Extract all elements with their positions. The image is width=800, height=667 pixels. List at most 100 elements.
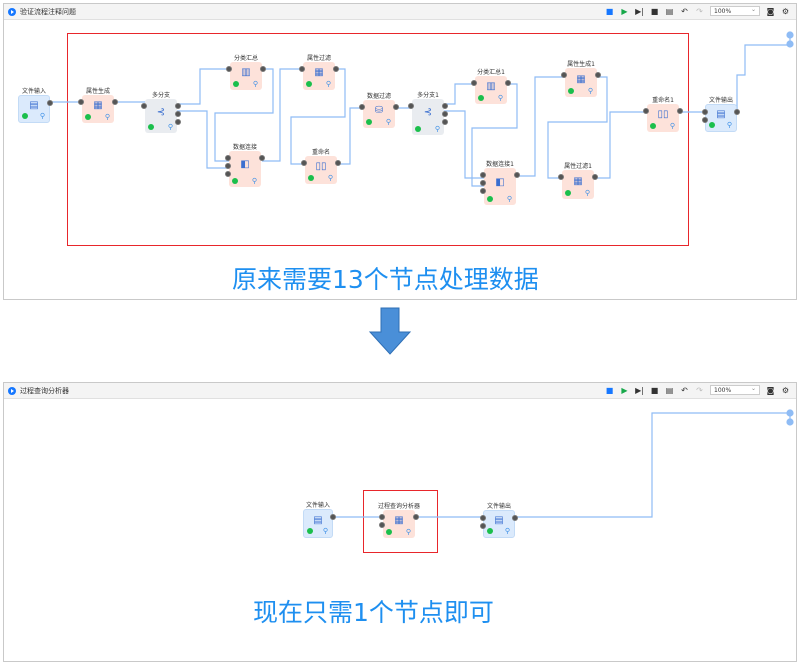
search-icon[interactable]: ⚲: [325, 80, 331, 88]
bottom-node-input[interactable]: ▤⚲: [303, 509, 336, 538]
search-icon[interactable]: ⚲: [39, 112, 45, 120]
input-port[interactable]: [379, 522, 385, 528]
search-icon[interactable]: ⚲: [322, 527, 328, 535]
search-icon[interactable]: ⚲: [434, 125, 440, 133]
input-port[interactable]: [561, 72, 567, 78]
search-icon[interactable]: ⚲: [252, 80, 258, 88]
input-port[interactable]: [643, 108, 649, 114]
search-icon[interactable]: ⚲: [504, 527, 510, 535]
top-node-aggregate[interactable]: ▥⚲: [471, 76, 511, 104]
run-icon[interactable]: ▶: [621, 6, 628, 16]
zoom-select[interactable]: 100%: [710, 384, 760, 395]
input-port[interactable]: [480, 188, 486, 194]
input-port[interactable]: [225, 171, 231, 177]
search-icon[interactable]: ⚲: [104, 113, 110, 121]
undo-icon[interactable]: ↶: [681, 6, 688, 16]
output-port[interactable]: [175, 119, 181, 125]
undo-icon[interactable]: ↶: [681, 385, 688, 395]
input-port[interactable]: [225, 163, 231, 169]
input-port[interactable]: [480, 172, 486, 178]
settings-icon[interactable]: ⚙: [781, 6, 790, 16]
output-port[interactable]: [512, 515, 518, 521]
top-node-join[interactable]: ◧⚲: [225, 151, 265, 187]
search-icon[interactable]: ⚲: [587, 87, 593, 95]
input-port[interactable]: [225, 155, 231, 161]
search-icon[interactable]: ⚲: [385, 118, 391, 126]
top-node-attr-filter[interactable]: ▦⚲: [558, 170, 598, 199]
search-icon[interactable]: ⚲: [497, 94, 503, 102]
output-port[interactable]: [505, 80, 511, 86]
input-port[interactable]: [299, 66, 305, 72]
top-node-join[interactable]: ◧⚲: [480, 168, 520, 205]
input-port[interactable]: [141, 103, 147, 109]
output-port[interactable]: [259, 155, 265, 161]
input-port[interactable]: [379, 514, 385, 520]
redo-icon[interactable]: ↷: [696, 6, 703, 16]
output-port[interactable]: [330, 514, 336, 520]
log-icon[interactable]: ▤: [665, 6, 674, 16]
search-icon[interactable]: ⚲: [669, 122, 675, 130]
save-icon[interactable]: ■: [605, 6, 614, 16]
input-port[interactable]: [702, 117, 708, 123]
output-port[interactable]: [442, 111, 448, 117]
search-icon[interactable]: ⚲: [584, 189, 590, 197]
output-port[interactable]: [413, 514, 419, 520]
input-port[interactable]: [480, 515, 486, 521]
top-node-branch[interactable]: ⊰⚲: [141, 99, 181, 133]
output-port[interactable]: [442, 119, 448, 125]
bottom-node-output[interactable]: ▤⚲: [480, 510, 518, 538]
top-node-attr-filter[interactable]: ▦⚲: [299, 62, 339, 90]
output-port[interactable]: [112, 99, 118, 105]
top-node-attr-gen[interactable]: ▦⚲: [561, 68, 601, 97]
search-icon[interactable]: ⚲: [726, 121, 732, 129]
top-node-attr-gen[interactable]: ▦⚲: [78, 95, 118, 123]
output-port[interactable]: [175, 103, 181, 109]
input-port[interactable]: [359, 104, 365, 110]
output-port[interactable]: [734, 109, 740, 115]
top-node-output[interactable]: ▤⚲: [702, 104, 740, 132]
input-port[interactable]: [702, 109, 708, 115]
output-port[interactable]: [47, 100, 53, 106]
input-port[interactable]: [301, 160, 307, 166]
output-port[interactable]: [333, 66, 339, 72]
input-port[interactable]: [480, 180, 486, 186]
step-run-icon[interactable]: ▶|: [635, 385, 644, 395]
bottom-node-process-query[interactable]: ▦⚲: [379, 510, 419, 538]
input-port[interactable]: [226, 66, 232, 72]
camera-icon[interactable]: ◙: [766, 385, 775, 395]
stop-icon[interactable]: ■: [650, 6, 659, 16]
input-port[interactable]: [78, 99, 84, 105]
settings-icon[interactable]: ⚙: [781, 385, 790, 395]
output-port[interactable]: [677, 108, 683, 114]
log-icon[interactable]: ▤: [665, 385, 674, 395]
top-node-branch[interactable]: ⊰⚲: [408, 99, 448, 135]
output-port[interactable]: [175, 111, 181, 117]
search-icon[interactable]: ⚲: [327, 174, 333, 182]
top-node-data-filter[interactable]: ⛁⚲: [359, 100, 399, 128]
output-port[interactable]: [335, 160, 341, 166]
stop-icon[interactable]: ■: [650, 385, 659, 395]
top-node-aggregate[interactable]: ▥⚲: [226, 62, 266, 90]
search-icon[interactable]: ⚲: [251, 177, 257, 185]
output-port[interactable]: [592, 174, 598, 180]
output-port[interactable]: [442, 103, 448, 109]
output-port[interactable]: [260, 66, 266, 72]
search-icon[interactable]: ⚲: [506, 195, 512, 203]
zoom-select[interactable]: 100%: [710, 5, 760, 16]
output-port[interactable]: [595, 72, 601, 78]
redo-icon[interactable]: ↷: [696, 385, 703, 395]
output-port[interactable]: [514, 172, 520, 178]
top-node-rename[interactable]: ▯▯⚲: [301, 156, 341, 184]
step-run-icon[interactable]: ▶|: [635, 6, 644, 16]
input-port[interactable]: [558, 174, 564, 180]
run-icon[interactable]: ▶: [621, 385, 628, 395]
top-node-input[interactable]: ▤⚲: [18, 95, 53, 123]
input-port[interactable]: [408, 103, 414, 109]
search-icon[interactable]: ⚲: [405, 528, 411, 536]
save-icon[interactable]: ■: [605, 385, 614, 395]
camera-icon[interactable]: ◙: [766, 6, 775, 16]
search-icon[interactable]: ⚲: [167, 123, 173, 131]
input-port[interactable]: [471, 80, 477, 86]
top-node-rename[interactable]: ▯▯⚲: [643, 104, 683, 132]
output-port[interactable]: [393, 104, 399, 110]
